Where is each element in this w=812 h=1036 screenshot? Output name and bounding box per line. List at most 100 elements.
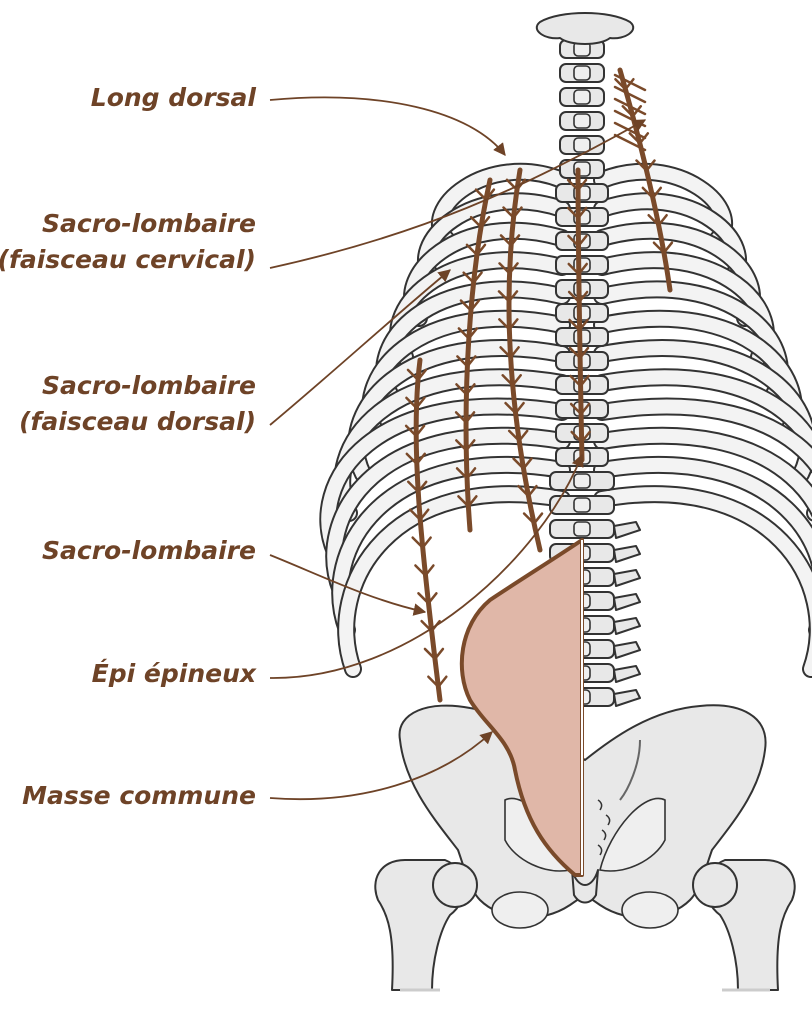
muscle-fiber [414, 564, 435, 577]
rib-right-fill [595, 370, 812, 520]
label-epi-epineux: Épi épineux [92, 656, 256, 692]
muscle-fiber [501, 374, 522, 387]
spinous-process [573, 473, 591, 489]
muscle-fiber [406, 368, 428, 382]
femurs [374, 859, 796, 992]
leader-lines [269, 96, 647, 801]
muscle-fiber [405, 396, 426, 410]
transverse-process [613, 617, 641, 635]
label-line-2: (faisceau dorsal) [19, 407, 256, 436]
muscle-fiber [455, 383, 476, 396]
muscle-fiber [512, 457, 533, 470]
muscle-fiber [614, 77, 635, 91]
muscle-fiber [567, 262, 588, 276]
muscle-fiber [502, 206, 523, 219]
cervical-fiber [613, 97, 647, 116]
leader-sacro-cervical [269, 119, 647, 269]
leader-sacro-dorsal [269, 269, 451, 426]
label-sacro-lombaire-cervical: Sacro-lombaire (faisceau cervical) [0, 206, 256, 278]
muscle-fiber [474, 188, 496, 201]
muscle-fiber [455, 439, 476, 452]
muscle-fiber [405, 452, 427, 466]
label-line-1: Sacro-lombaire [42, 371, 256, 400]
muscle-fiber [567, 234, 588, 248]
transverse-process [613, 545, 641, 563]
muscle-fiber [411, 536, 432, 549]
muscle-fiber [457, 327, 479, 340]
muscle-fiber [568, 346, 590, 360]
muscle-fiber [504, 401, 525, 415]
muscle-fiber [455, 467, 477, 480]
muscle-fiber [465, 243, 487, 257]
transverse-process [613, 665, 641, 683]
rib-right-fill [595, 399, 812, 471]
muscle-fiber [456, 355, 477, 368]
rib-right-fill [595, 458, 812, 635]
label-sacro-lombaire-text: Sacro-lombaire [42, 536, 256, 565]
transverse-process [613, 569, 641, 587]
rib-left-fill [333, 458, 569, 637]
cervical-fiber [613, 73, 647, 92]
label-masse-commune-text: Masse commune [22, 781, 256, 810]
label-masse-commune: Masse commune [22, 778, 256, 814]
muscle-fiber [408, 508, 430, 521]
muscle-fiber [498, 262, 519, 275]
muscle-fiber [423, 647, 445, 661]
label-epi-epineux-text: Épi épineux [91, 659, 256, 688]
muscle-fiber [499, 346, 520, 359]
label-sacro-lombaire: Sacro-lombaire [42, 533, 256, 569]
rib-right-fill [595, 487, 812, 676]
label-line-1: Sacro-lombaire [42, 209, 256, 238]
muscle-fiber [507, 429, 529, 443]
muscle-fiber [641, 186, 663, 200]
muscle-fiber [517, 484, 538, 498]
muscle-fiber [417, 592, 438, 605]
muscle-fiber [427, 675, 448, 688]
spinous-process [573, 65, 591, 81]
rib-left-fill [339, 487, 569, 676]
muscle-fiber [569, 374, 590, 388]
label-sacro-lombaire-dorsal: Sacro-lombaire (faisceau dorsal) [19, 368, 256, 440]
muscle-fiber [406, 480, 428, 494]
transverse-process [613, 521, 641, 539]
leader-sacro-lombaire [269, 554, 427, 616]
transverse-process [613, 641, 641, 659]
muscle-fiber [497, 290, 519, 303]
muscle-fiber [567, 290, 589, 304]
muscle-fiber [570, 430, 591, 444]
muscle-strand [575, 167, 585, 463]
muscle-strand [617, 67, 673, 293]
muscle-fiber [647, 213, 668, 227]
leader-masse-commune [269, 731, 493, 801]
muscle-fiber [499, 234, 521, 247]
cervical-top [535, 12, 635, 45]
transverse-process [613, 689, 641, 707]
muscle-fiber [498, 318, 519, 331]
cervical-fiber [613, 133, 647, 152]
rib-right-fill [595, 428, 812, 514]
spinous-process [573, 521, 591, 537]
rib-left-fill [327, 428, 569, 598]
leader-long-dorsal [269, 96, 506, 156]
muscle-fiber [462, 271, 483, 284]
muscle-strand [413, 357, 443, 703]
cervical-fiber [613, 121, 647, 140]
leader-epi-epineux [269, 453, 584, 679]
transverse-process [613, 593, 641, 611]
muscle-fiber [568, 318, 589, 332]
muscle-fiber [652, 241, 674, 254]
muscle-fiber [522, 512, 544, 525]
spinous-process [573, 305, 591, 321]
muscle-fiber [566, 206, 588, 220]
muscle-fiber [469, 215, 491, 229]
muscle-fiber [404, 424, 426, 438]
muscle-fiber [454, 411, 476, 424]
rib-left-fill [321, 399, 569, 559]
muscle-fiber [459, 299, 481, 312]
spinous-process [573, 497, 591, 513]
muscle-fiber [566, 178, 588, 192]
muscle-fiber [635, 159, 656, 172]
cervical-fiber [613, 85, 647, 104]
muscle-fiber [569, 402, 591, 416]
